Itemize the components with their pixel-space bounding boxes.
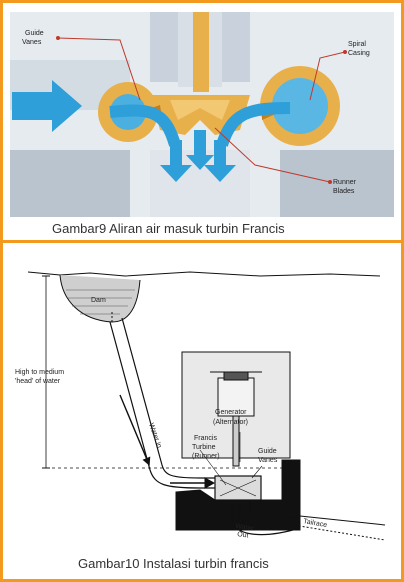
label-guide-vanes-2: Vanes <box>258 457 278 464</box>
flow-path-right <box>216 102 291 147</box>
label-turbine-3: (Runner) <box>192 453 220 460</box>
penstock-inner <box>121 317 215 479</box>
label-water-out-1: Water <box>235 523 255 533</box>
caption-figure-10: Gambar10 Instalasi turbin francis <box>78 556 269 571</box>
label-runner-blades-1: Runner <box>333 179 357 186</box>
label-dam: Dam <box>91 297 106 304</box>
outflow-arrow <box>160 140 192 182</box>
draft-tube <box>231 500 301 536</box>
label-head-2: 'head' of water <box>15 378 61 385</box>
generator-shaft <box>232 415 240 467</box>
label-water-in: Water in <box>147 422 162 449</box>
foundation <box>175 459 301 531</box>
label-runner-blades-2: Blades <box>333 188 355 195</box>
outflow-arrow <box>204 140 236 182</box>
water-in-arrow <box>119 394 151 466</box>
figure-divider <box>0 240 404 243</box>
leader-turbine <box>199 449 227 486</box>
label-spiral-casing-1: Spiral <box>348 41 366 48</box>
leader-guide-vanes <box>251 465 263 479</box>
left-lower-plate <box>10 150 130 217</box>
leader-spiral-casing <box>309 51 346 101</box>
label-spiral-casing-2: Casing <box>348 50 370 57</box>
turbine-shaft <box>193 12 209 92</box>
label-guide-vanes-1: Guide <box>258 448 277 455</box>
label-water-out-2: Out <box>237 531 249 540</box>
label-tailrace: Tailrace <box>303 518 328 529</box>
penstock-outer <box>109 321 215 489</box>
leader-guide-vanes <box>57 37 141 101</box>
label-turbine-2: Turbine <box>192 444 216 451</box>
installation-diagram <box>27 271 386 541</box>
generator-cap <box>223 371 249 381</box>
turbine-flow-diagram: Guide Vanes Spiral Casing Runner Blades <box>10 12 394 217</box>
right-lower-plate <box>280 150 394 217</box>
flow-path-left <box>109 104 181 147</box>
inlet-flow-arrow <box>12 80 82 132</box>
label-turbine-1: Francis <box>194 435 217 442</box>
ground-line <box>27 271 381 277</box>
outflow-arrow <box>186 130 214 170</box>
label-head-1: High to medium <box>15 369 64 376</box>
leader-runner-blades <box>214 127 331 183</box>
label-guide-vanes-2: Vanes <box>22 39 42 46</box>
tailrace-surface <box>299 515 386 526</box>
caption-figure-9: Gambar9 Aliran air masuk turbin Francis <box>52 221 285 236</box>
label-generator-2: (Alternator) <box>213 419 248 426</box>
label-generator-1: Generator <box>215 409 247 416</box>
label-guide-vanes-1: Guide <box>25 30 44 37</box>
